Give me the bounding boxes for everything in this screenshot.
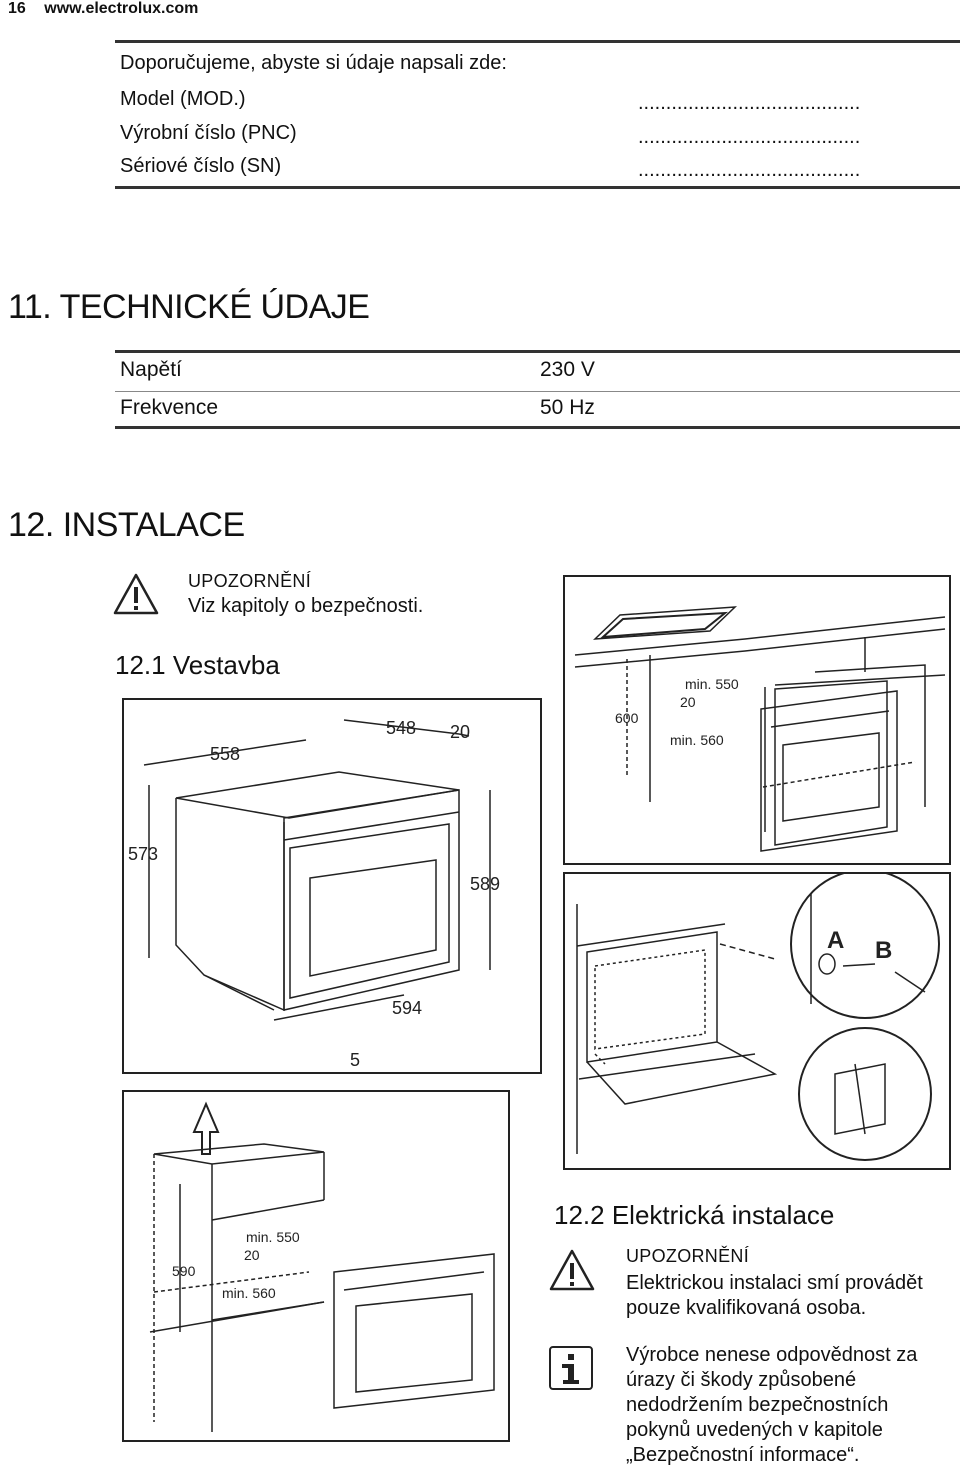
tech-value-voltage: 230 V [540,358,595,381]
tall-cabinet-drawing: 590 min. 550 20 min. 560 [149,1101,495,1432]
arrow-up-icon [192,1101,220,1155]
dim-548: 548 [386,718,416,738]
dim-5: 5 [350,1050,360,1070]
website-url[interactable]: www.electrolux.com [44,0,199,17]
section-12-heading: 12. INSTALACE [8,506,245,544]
record-label-pnc: Výrobní číslo (PNC) [120,122,297,144]
dim-min-560: min. 560 [670,732,724,748]
tech-top-rule [115,350,960,353]
dim-589: 589 [470,874,500,894]
dim-min-560-fig4: min. 560 [222,1285,276,1301]
fixing-drawing: A B [576,869,940,1161]
page-number: 16 [8,0,26,17]
warning-icon-2 [549,1249,595,1291]
warning-title: UPOZORNĚNÍ [188,571,312,591]
info-icon [549,1346,593,1390]
figure-oven-dimensions: 558 548 20 573 589 594 5 [122,698,542,1074]
dim-min-550-fig4: min. 550 [246,1229,300,1245]
records-bottom-rule [115,186,960,189]
record-dots-model[interactable]: ........................................ [638,92,861,114]
records-top-rule [115,40,960,43]
warning-text: Viz kapitoly o bezpečnosti. [188,595,424,617]
warning-2-title: UPOZORNĚNÍ [626,1246,750,1266]
dim-590: 590 [172,1263,196,1279]
record-label-sn: Sériové číslo (SN) [120,155,282,177]
dim-600: 600 [615,710,639,726]
detail-screw-circle [790,869,940,1019]
section-11-heading: 11. TECHNICKÉ ÚDAJE [8,288,370,326]
tech-value-frequency: 50 Hz [540,396,595,419]
mini-oven [760,690,898,852]
tech-bottom-rule [115,426,960,429]
warning-2-text: Elektrickou instalaci smí provádět pouze… [626,1272,923,1319]
records-intro: Doporučujeme, abyste si údaje napsali zd… [120,52,507,74]
oven-dimensions-drawing: 558 548 20 573 589 594 5 [128,718,500,1070]
record-label-model: Model (MOD.) [120,88,246,110]
warning-icon [113,573,159,615]
dim-min-550: min. 550 [685,676,739,692]
dim-20-fig2: 20 [680,694,696,710]
dim-594: 594 [392,998,422,1018]
tech-label-frequency: Frekvence [120,396,219,419]
info-text: Výrobce nenese odpovědnost za úrazy či š… [626,1344,918,1466]
undercounter-drawing: 600 min. 550 20 min. 560 [574,606,946,852]
dim-558: 558 [210,744,240,764]
page-header: 16 www.electrolux.com [8,0,198,18]
dim-20-fig4: 20 [244,1247,260,1263]
label-b: B [875,937,892,964]
subsection-12-2-heading: 12.2 Elektrická instalace [554,1200,835,1230]
figure-tall-cabinet-install: 590 min. 550 20 min. 560 [122,1090,510,1442]
dim-573: 573 [128,844,158,864]
figure-undercounter-install: 600 min. 550 20 min. 560 [563,575,951,865]
tech-label-voltage: Napětí [120,358,182,381]
subsection-12-1-heading: 12.1 Vestavba [115,650,280,680]
record-dots-sn[interactable]: ........................................ [638,159,861,181]
record-dots-pnc[interactable]: ........................................ [638,126,861,148]
label-a: A [827,927,844,954]
figure-fixing-oven: A B [563,869,951,1170]
dim-20-top: 20 [450,722,470,742]
detail-bracket-circle [798,1027,932,1161]
tech-mid-rule [115,391,960,392]
